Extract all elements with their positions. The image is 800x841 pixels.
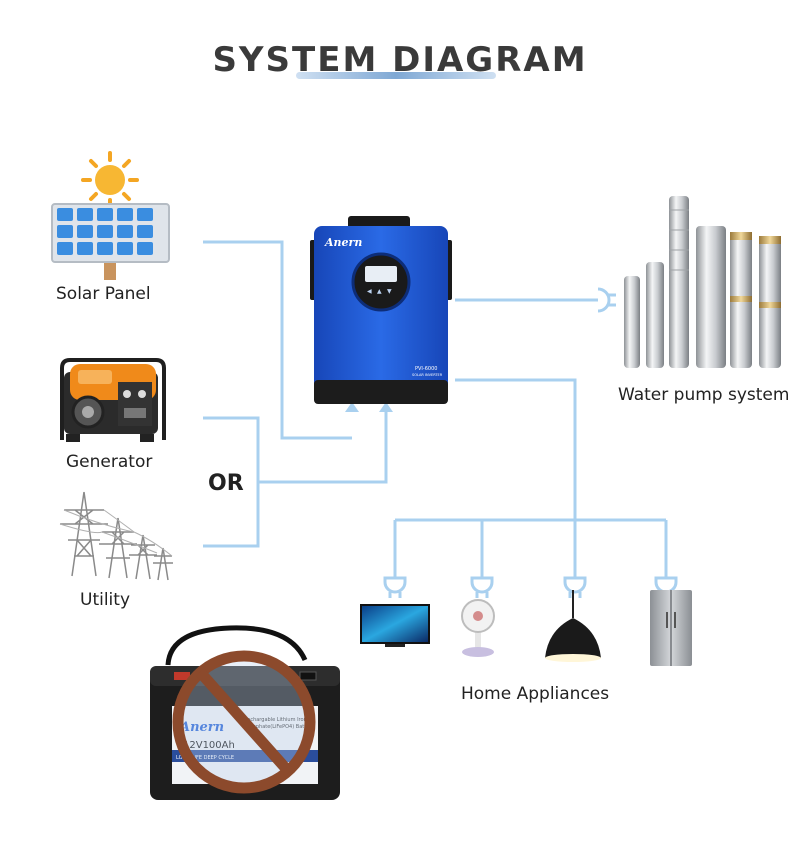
water-pump-label: Water pump system: [618, 385, 790, 405]
solar-panel-label: Solar Panel: [56, 284, 151, 304]
tv-icon: [360, 604, 430, 647]
plug-icon: [470, 568, 494, 600]
battery-brand: Anern: [178, 720, 224, 735]
generator-icon: [60, 358, 166, 442]
inverter-model: PVI-6000: [415, 366, 437, 372]
svg-text:▼: ▼: [387, 288, 392, 295]
arrow-icon: [345, 402, 393, 412]
plug-icon: [383, 568, 407, 600]
plug-icon: [563, 568, 587, 600]
battery-line1: Rechargable Lithium Iron: [244, 717, 307, 723]
inverter-subtitle: SOLAR INVERTER: [412, 373, 443, 377]
plug-icon: [597, 287, 616, 313]
battery-line3: LONG LIFE DEEP CYCLE: [176, 755, 234, 761]
inverter-icon: ◀ ▲ ▼: [310, 216, 452, 404]
prohibition-icon: [172, 650, 316, 794]
appliance-trunk: [455, 378, 577, 570]
lamp-icon: [545, 590, 601, 662]
sun-icon: [81, 151, 139, 209]
or-label: OR: [208, 471, 244, 496]
power-tower-icon: [59, 491, 173, 581]
refrigerator-icon: [650, 590, 692, 666]
utility-label: Utility: [80, 590, 131, 610]
connector-lines: [203, 240, 668, 570]
svg-text:▲: ▲: [377, 288, 382, 295]
svg-text:◀: ◀: [367, 288, 372, 295]
battery-line2: Phosphate(LiFePO4) Battery: [244, 724, 314, 730]
solar-panel-icon: [51, 203, 170, 280]
generator-label: Generator: [66, 452, 153, 472]
title-underline: [296, 72, 496, 79]
solar-line: [203, 240, 352, 440]
home-appliances-label: Home Appliances: [461, 684, 610, 704]
water-pump-icon: [624, 196, 781, 368]
inverter-brand: Anern: [324, 236, 362, 249]
battery-rating: 12V100Ah: [183, 740, 235, 751]
or-line: [258, 410, 388, 484]
fan-icon: [461, 599, 495, 657]
